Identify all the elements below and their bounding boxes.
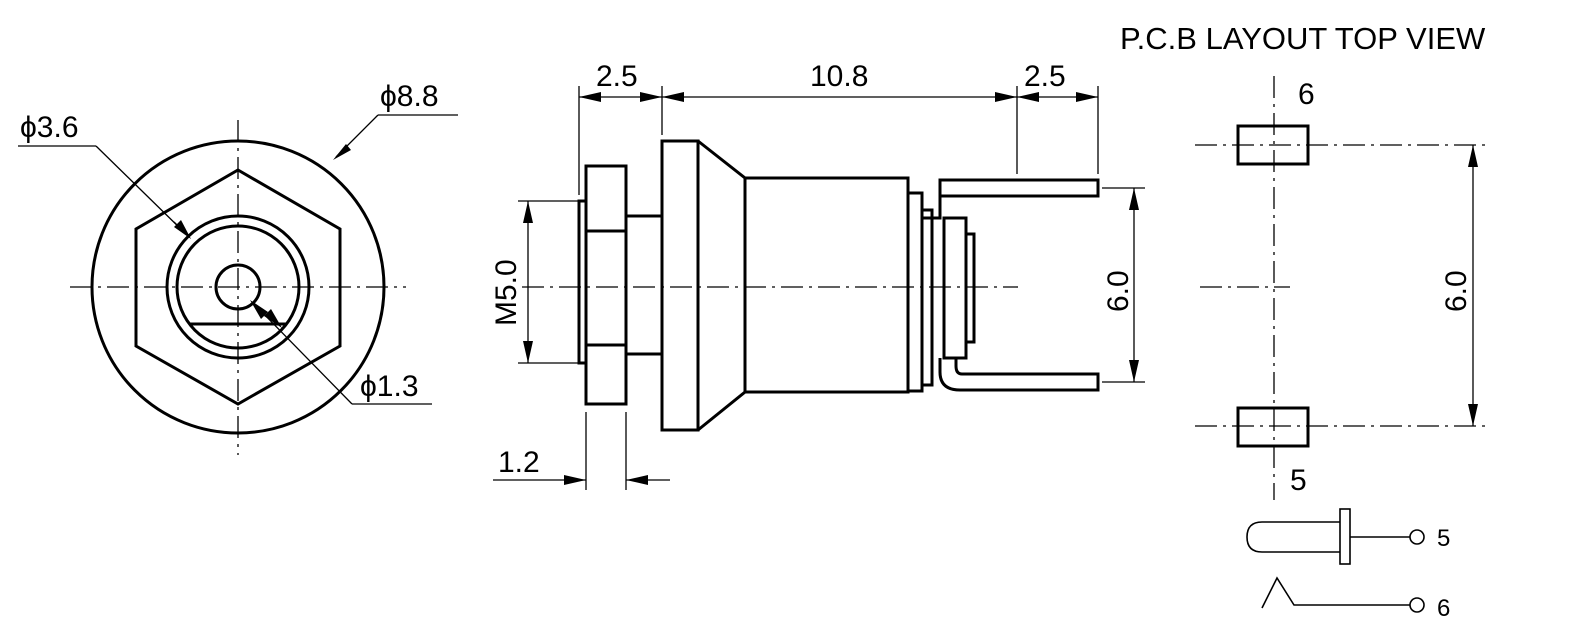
arr-pin-a (1129, 188, 1139, 210)
pin-bottom (938, 358, 1100, 392)
flange (660, 139, 700, 432)
leader-pin-arrow-2 (264, 309, 282, 328)
thread-neck (624, 214, 664, 356)
pin-a-terminal (1409, 529, 1425, 545)
pin-a-label: 5 (1437, 525, 1450, 552)
pcb-layout: P.C.B LAYOUT TOP VIEW 6.0 6 5 (1120, 21, 1486, 500)
arr-3a (1017, 92, 1039, 102)
dim-bottom-label: 1.2 (498, 446, 540, 479)
pin-spacing-label: 6.0 (1102, 270, 1135, 312)
dia-pin-label: ϕ1.3 (360, 370, 419, 403)
dim-top-right-label: 2.5 (1024, 60, 1066, 93)
pin-top (922, 178, 1100, 220)
thread-label: M5.0 (490, 259, 523, 326)
leader-pin-arrow (250, 300, 268, 319)
arr-thread-a (523, 201, 533, 223)
leader-pin-diag (253, 303, 353, 405)
hex-nut-side (584, 164, 628, 406)
pad-bottom (1236, 406, 1310, 448)
arr-bottom-b (626, 475, 648, 485)
arr-pad-b (1468, 404, 1478, 426)
pad-top (1236, 124, 1310, 166)
pin-b-terminal (1409, 597, 1425, 613)
arr-2a (662, 92, 684, 102)
dim-top-left-label: 2.5 (596, 60, 638, 93)
arr-1b (640, 92, 662, 102)
pin-body-frame (922, 208, 934, 387)
leader-mid-inner (173, 221, 187, 235)
arr-pin-b (1129, 360, 1139, 382)
arr-pad-a (1468, 145, 1478, 167)
side-view: 2.5 10.8 2.5 M5.0 6.0 1.2 (490, 60, 1145, 490)
dia-outer-label: ϕ8.8 (380, 80, 439, 113)
spring-contact-symbol (1261, 576, 1410, 609)
rear-cap (942, 216, 968, 360)
pad-top-label: 6 (1298, 78, 1315, 111)
arr-thread-b (523, 341, 533, 363)
hex-nut-outline (134, 168, 342, 406)
rear-bracket (906, 191, 924, 393)
pad-bottom-label: 5 (1290, 464, 1307, 497)
arr-2b (995, 92, 1017, 102)
pin-b-label: 6 (1437, 595, 1450, 622)
leader-mid-arrow (174, 220, 191, 239)
dia-mid-label: ϕ3.6 (20, 111, 79, 144)
rear-cap-lip (964, 232, 976, 344)
leader-outer-arrow (333, 144, 351, 160)
schematic-symbol: 5 6 (1246, 508, 1450, 622)
arr-3b (1076, 92, 1098, 102)
arr-1a (579, 92, 601, 102)
dim-top-mid-label: 10.8 (810, 60, 868, 93)
pin-plug-symbol (1246, 521, 1340, 553)
cone-top (697, 139, 747, 432)
arr-bottom-a (564, 475, 586, 485)
body-cylinder (743, 176, 910, 394)
pcb-title: P.C.B LAYOUT TOP VIEW (1120, 21, 1486, 56)
front-view: ϕ8.8 ϕ3.6 ϕ1.3 (18, 80, 458, 455)
pin-plug-collar (1339, 508, 1351, 565)
leader-mid-diag (95, 145, 189, 237)
pad-spacing-label: 6.0 (1440, 270, 1473, 312)
